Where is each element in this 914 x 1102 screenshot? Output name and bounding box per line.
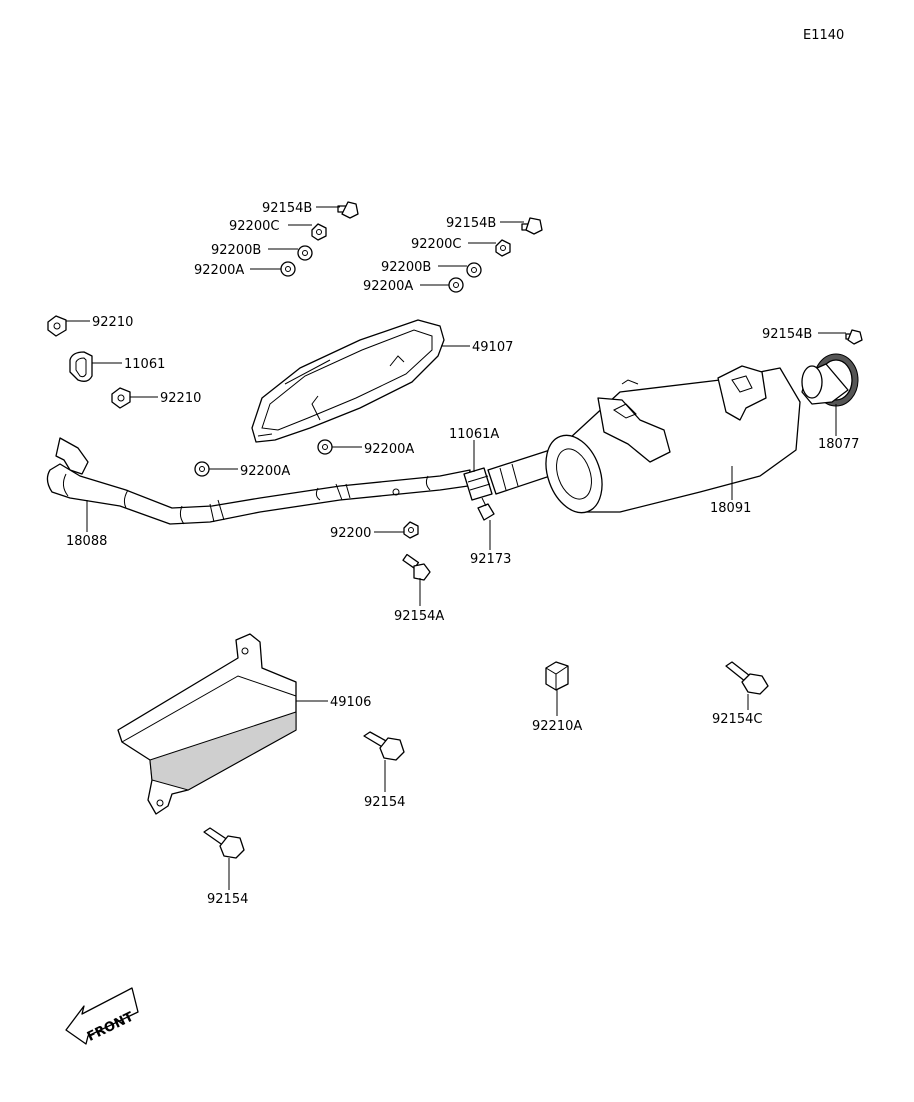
collar-a-pipe-part[interactable]: [194, 461, 210, 477]
collar-plain-part[interactable]: [403, 521, 419, 539]
label-bolt-b-right: 92154B: [446, 216, 496, 231]
label-muffler: 18091: [710, 501, 751, 516]
label-clamp: 11061A: [449, 427, 499, 442]
nut-lower-part[interactable]: [111, 387, 131, 409]
bolt-b-left-part[interactable]: [337, 201, 359, 219]
label-bolt-guard-2: 92154: [207, 892, 248, 907]
collar-c-left-part[interactable]: [311, 223, 327, 241]
label-bolt-b-tail: 92154B: [762, 327, 812, 342]
nut-upper-part[interactable]: [47, 315, 67, 337]
collar-b-left-part[interactable]: [297, 245, 313, 261]
label-nut-upper: 92210: [92, 315, 133, 330]
tail-bolt[interactable]: [845, 329, 863, 345]
label-bolt-guard-1: 92154: [364, 795, 405, 810]
front-arrow: FRONT: [65, 987, 139, 1045]
leader-lines: [66, 206, 846, 890]
gasket-part[interactable]: [69, 351, 93, 382]
label-collar-a-left: 92200A: [194, 263, 244, 278]
collar-b-right-part[interactable]: [466, 262, 482, 278]
label-clamp-bolt: 92173: [470, 552, 511, 567]
label-bolt-a: 92154A: [394, 609, 444, 624]
label-nut-flange: 92210A: [532, 719, 582, 734]
muffler[interactable]: [536, 365, 801, 520]
label-collar-b-left: 92200B: [211, 243, 261, 258]
diagram-code: E1140: [803, 28, 844, 43]
tail-pipe[interactable]: [801, 353, 859, 407]
label-gasket: 11061: [124, 357, 165, 372]
collar-a-left-part[interactable]: [280, 261, 296, 277]
bolt-guard-1-part[interactable]: [363, 731, 405, 761]
label-heat-guard-lower: 49106: [330, 695, 371, 710]
collar-a-right-part[interactable]: [448, 277, 464, 293]
heat-guard-lower[interactable]: [117, 633, 297, 815]
label-heat-guard-upper: 49107: [472, 340, 513, 355]
collar-c-right-part[interactable]: [495, 239, 511, 257]
label-collar-a-mid: 92200A: [364, 442, 414, 457]
clamp[interactable]: [463, 467, 493, 501]
label-exhaust-pipe: 18088: [66, 534, 107, 549]
bolt-c-part[interactable]: [725, 661, 769, 695]
heat-guard-upper[interactable]: [251, 319, 445, 443]
label-collar-c-left: 92200C: [229, 219, 279, 234]
label-collar-a-pipe: 92200A: [240, 464, 290, 479]
label-tail-pipe: 18077: [818, 437, 859, 452]
bolt-a-part[interactable]: [402, 553, 431, 581]
nut-flange-part[interactable]: [545, 661, 569, 691]
label-nut-lower: 92210: [160, 391, 201, 406]
label-collar-c-right: 92200C: [411, 237, 461, 252]
label-collar-a-right: 92200A: [363, 279, 413, 294]
collar-a-mid-part[interactable]: [317, 439, 333, 455]
label-bolt-b-left: 92154B: [262, 201, 312, 216]
labels: 92154B 92200C 92200B 92200A 92154B 92200…: [66, 201, 859, 907]
bolt-guard-2-part[interactable]: [203, 827, 245, 859]
bolt-b-right-part[interactable]: [521, 217, 543, 235]
label-collar-b-right: 92200B: [381, 260, 431, 275]
label-bolt-c: 92154C: [712, 712, 762, 727]
label-collar-plain: 92200: [330, 526, 371, 541]
exhaust-pipe[interactable]: [46, 437, 471, 525]
clamp-bolt[interactable]: [477, 497, 495, 521]
